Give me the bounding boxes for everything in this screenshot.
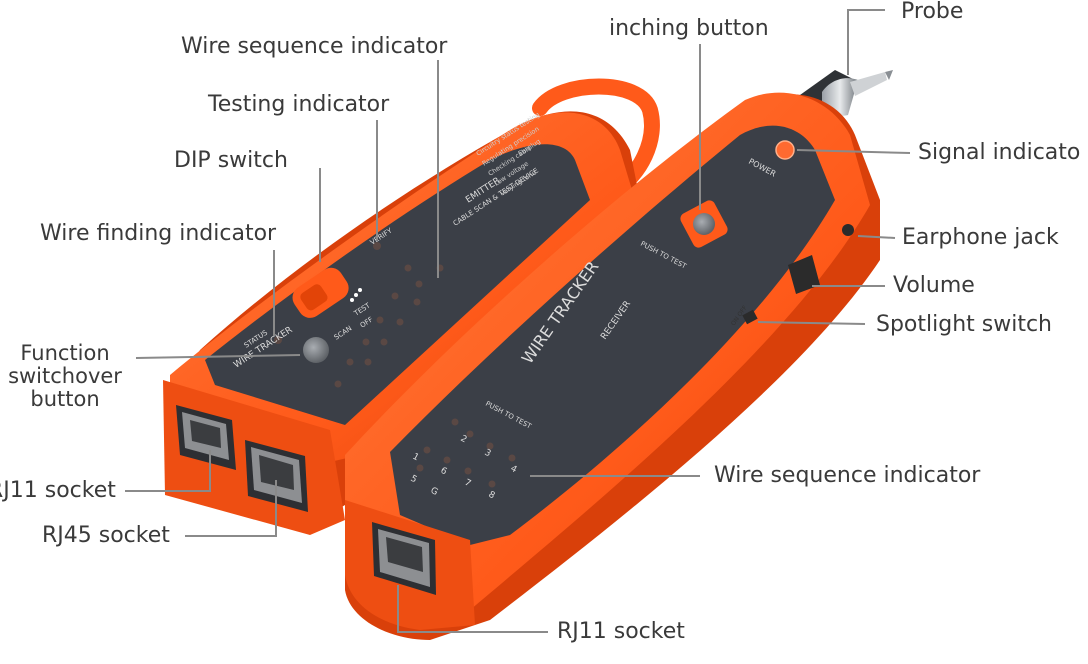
- label-wire-finding: Wire finding indicator: [40, 221, 277, 246]
- leader-rj45: [185, 480, 277, 537]
- label-wire-sequence-top: Wire sequence indicator: [181, 34, 448, 59]
- receiver-led-label-4: 4: [509, 464, 519, 476]
- receiver-led-label-6: 6: [439, 466, 449, 478]
- receiver-led-label-g: G: [429, 486, 440, 498]
- testing-led: [373, 242, 381, 250]
- receiver-led-label-7: 7: [463, 478, 473, 490]
- leader-earphone-jack: [857, 235, 896, 239]
- spotlight-switch[interactable]: [742, 309, 758, 325]
- label-earphone-jack: Earphone jack: [902, 225, 1059, 250]
- emitter-rj11-socket[interactable]: [176, 405, 236, 470]
- receiver-rj11-socket[interactable]: [372, 522, 436, 595]
- label-rj45: RJ45 socket: [42, 523, 170, 548]
- label-function-line-3: button: [30, 387, 100, 411]
- leader-rj11-left: [125, 450, 211, 492]
- receiver-led-label-1: 1: [411, 452, 421, 464]
- receiver-unit: 1 2 3 4 5 6 7 8 G WIRE TRACKER RECEIVER …: [345, 70, 893, 641]
- wire-finding-led: [274, 336, 282, 344]
- earphone-jack[interactable]: [842, 224, 854, 236]
- volume-wheel[interactable]: [788, 255, 820, 294]
- signal-indicator-led: [775, 140, 795, 160]
- label-function-switchover: Function switchover button: [0, 342, 140, 411]
- receiver-led-label-2: 2: [459, 434, 469, 446]
- label-testing-indicator: Testing indicator: [208, 92, 390, 117]
- receiver-led-label-5: 5: [409, 474, 419, 486]
- receiver-led-label-3: 3: [483, 448, 493, 460]
- label-wire-sequence-right: Wire sequence indicator: [714, 463, 981, 488]
- label-function-line-2: switchover: [8, 364, 122, 388]
- label-inching-button: inching button: [609, 16, 769, 41]
- label-rj11-bottom: RJ11 socket: [557, 619, 685, 644]
- leader-signal-indicator: [796, 149, 911, 154]
- leader-spotlight-switch: [757, 321, 866, 325]
- label-spotlight-switch: Spotlight switch: [876, 312, 1052, 337]
- label-rj11-left: RJ11 socket: [0, 478, 116, 503]
- label-volume: Volume: [893, 273, 975, 298]
- leader-function-switch: [135, 354, 301, 359]
- emitter-panel: [205, 144, 590, 425]
- leader-rj11-bottom: [397, 585, 548, 633]
- label-function-line-1: Function: [20, 341, 110, 365]
- receiver-led-label-8: 8: [487, 490, 497, 502]
- label-probe: Probe: [901, 0, 964, 24]
- emitter-rj45-socket[interactable]: [245, 440, 308, 512]
- receiver-led-grid: [416, 418, 516, 488]
- leader-lines: [125, 9, 911, 633]
- inching-button[interactable]: [693, 213, 715, 235]
- label-signal-indicator: Signal indicato: [918, 140, 1081, 165]
- emitter-loop: [532, 78, 660, 198]
- dip-switch[interactable]: [288, 263, 353, 323]
- function-switchover-button[interactable]: [303, 337, 329, 363]
- emitter-unit: EMITTER CABLE SCAN & TEST DEVICE WIRE TR…: [163, 78, 660, 535]
- leader-probe: [847, 9, 885, 75]
- label-dip-switch: DIP switch: [174, 148, 288, 173]
